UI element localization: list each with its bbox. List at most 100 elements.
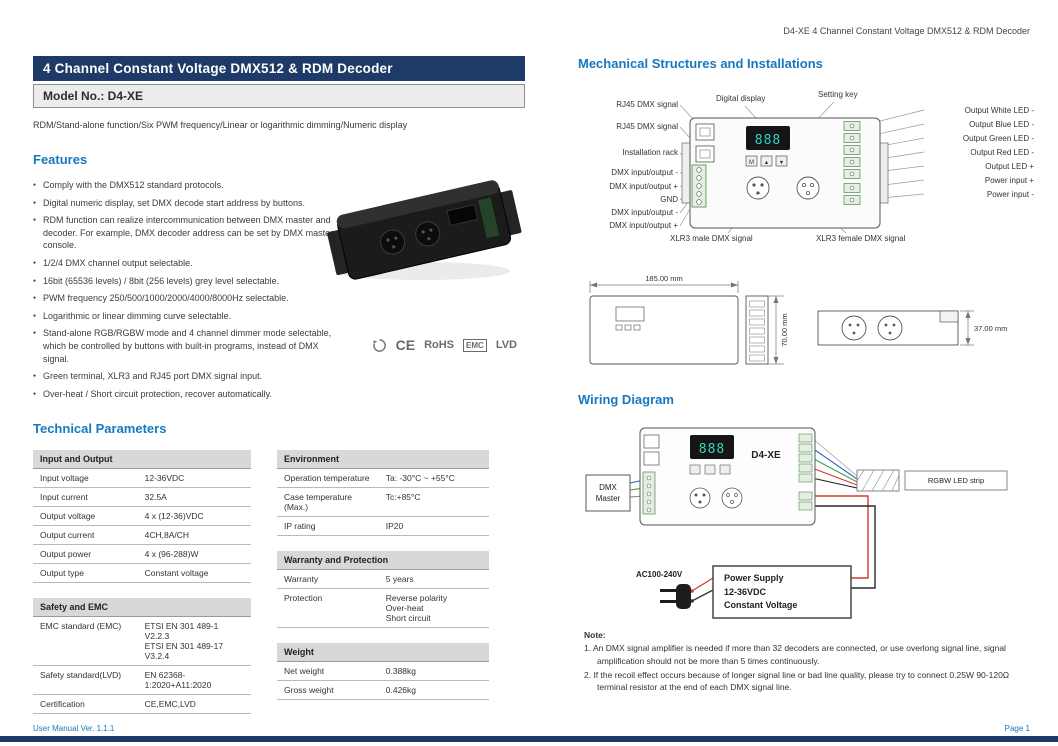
label-xlr3-female: XLR3 female DMX signal	[816, 234, 906, 243]
label-output-led-plus: Output LED +	[985, 162, 1034, 171]
row-value: 0.426kg	[378, 680, 489, 700]
row-value: 4 x (12-36)VDC	[137, 506, 251, 526]
rohs-mark: RoHS	[424, 339, 455, 351]
row-value: Ta: -30°C ~ +55°C	[378, 468, 489, 488]
row-label: IP rating	[277, 516, 379, 536]
footer-bar	[0, 736, 1058, 742]
key-up-label: ▲	[764, 160, 769, 166]
feature-item: RDM function can realize intercommunicat…	[33, 214, 335, 252]
note-title: Note:	[584, 630, 606, 640]
feature-item: Logarithmic or linear dimming curve sele…	[33, 310, 335, 323]
label-gnd: GND	[660, 195, 678, 204]
wiring-device-label: D4-XE	[751, 450, 781, 461]
row-value: 4CH,8A/CH	[137, 525, 251, 545]
row-value: Reverse polarity Over-heat Short circuit	[378, 588, 489, 628]
features-section: Features Comply with the DMX512 standard…	[33, 152, 525, 407]
feature-item: Comply with the DMX512 standard protocol…	[33, 179, 335, 192]
table-row: Case temperature (Max.)Tc:+85°C	[277, 487, 489, 517]
dimension-height-label: 70.00 mm	[780, 313, 789, 346]
cert-circle-icon	[372, 338, 386, 352]
emc-mark: EMC	[463, 338, 487, 352]
label-power-input-minus: Power input -	[986, 190, 1034, 199]
rgbw-led-strip-label: RGBW LED strip	[927, 476, 985, 485]
label-rj45-dmx-signal: RJ45 DMX signal	[616, 122, 678, 131]
label-setting-key: Setting key	[818, 90, 858, 99]
row-value: 0.388kg	[378, 661, 489, 681]
dimension-drawings: 185.00 mm 70.00 mm 37.00 mm	[578, 261, 1034, 371]
features-heading: Features	[33, 152, 88, 167]
ce-mark: CE	[395, 337, 416, 353]
row-label: Input voltage	[33, 468, 138, 488]
model-number-bar: Model No.: D4-XE	[33, 84, 525, 108]
right-column: Mechanical Structures and Installations	[578, 56, 1034, 706]
label-xlr3-male: XLR3 male DMX signal	[670, 234, 753, 243]
row-value: 4 x (96-288)W	[137, 544, 251, 564]
row-value: 32.5A	[137, 487, 251, 507]
left-column: 4 Channel Constant Voltage DMX512 & RDM …	[33, 56, 525, 714]
row-label: Output type	[33, 563, 138, 583]
label-rj45-dmx-signal: RJ45 DMX signal	[616, 100, 678, 109]
row-label: Warranty	[277, 569, 379, 589]
features-list: Comply with the DMX512 standard protocol…	[33, 179, 335, 400]
row-label: Protection	[277, 588, 379, 628]
lvd-mark: LVD	[495, 339, 517, 351]
label-output-white: Output White LED -	[964, 106, 1034, 115]
feature-item: Over-heat / Short circuit protection, re…	[33, 388, 335, 401]
key-m-label: M	[749, 160, 754, 166]
table-row: Safety standard(LVD)EN 62368-1:2020+A11:…	[33, 665, 251, 695]
row-label: Output voltage	[33, 506, 138, 526]
table-title: Warranty and Protection	[277, 551, 489, 570]
table-title: Environment	[277, 450, 489, 469]
row-value: Tc:+85°C	[378, 487, 489, 517]
row-label: Output power	[33, 544, 138, 564]
feature-item: Digital numeric display, set DMX decode …	[33, 197, 335, 210]
label-dmx-io-minus: DMX input/output -	[611, 208, 678, 217]
row-value: ETSI EN 301 489-1 V2.2.3 ETSI EN 301 489…	[137, 616, 251, 666]
technical-parameters-heading: Technical Parameters	[33, 421, 167, 436]
label-installation-rack: Installation rack	[622, 148, 678, 157]
dimension-depth-label: 37.00 mm	[974, 324, 1007, 333]
footer-page-number: Page 1	[1004, 724, 1030, 733]
row-value: 5 years	[378, 569, 489, 589]
row-value: 12-36VDC	[137, 468, 251, 488]
wiring-drawing: 888	[585, 427, 1008, 619]
key-down-label: ▼	[779, 160, 784, 166]
feature-item: 16bit (65536 levels) / 8bit (256 levels)…	[33, 275, 335, 288]
label-dmx-io-plus: DMX input/output +	[609, 182, 678, 191]
dimension-drawing: 185.00 mm 70.00 mm 37.00 mm	[589, 274, 1007, 365]
table-title: Weight	[277, 643, 489, 662]
dimension-width-label: 185.00 mm	[645, 274, 683, 283]
row-label: Safety standard(LVD)	[33, 665, 138, 695]
label-power-input-plus: Power input +	[984, 176, 1034, 185]
wiring-heading: Wiring Diagram	[578, 392, 674, 407]
row-value: CE,EMC,LVD	[137, 694, 251, 714]
feature-item: Green terminal, XLR3 and RJ45 port DMX s…	[33, 370, 335, 383]
table-row: EMC standard (EMC)ETSI EN 301 489-1 V2.2…	[33, 616, 251, 666]
row-value: EN 62368-1:2020+A11:2020	[137, 665, 251, 695]
row-label: EMC standard (EMC)	[33, 616, 138, 666]
note-line: 1. An DMX signal amplifier is needed if …	[584, 643, 1006, 666]
document-header: D4-XE 4 Channel Constant Voltage DMX512 …	[783, 26, 1030, 36]
product-title-bar: 4 Channel Constant Voltage DMX512 & RDM …	[33, 56, 525, 81]
technical-parameters-section: Technical Parameters Input and Output In…	[33, 421, 525, 714]
row-value: Constant voltage	[137, 563, 251, 583]
row-label: Net weight	[277, 661, 379, 681]
certification-marks: CE RoHS EMC LVD	[372, 337, 517, 353]
row-label: Output current	[33, 525, 138, 545]
mechanical-diagram: 888 M ▲ ▼	[578, 88, 1034, 250]
label-output-red: Output Red LED -	[970, 148, 1034, 157]
